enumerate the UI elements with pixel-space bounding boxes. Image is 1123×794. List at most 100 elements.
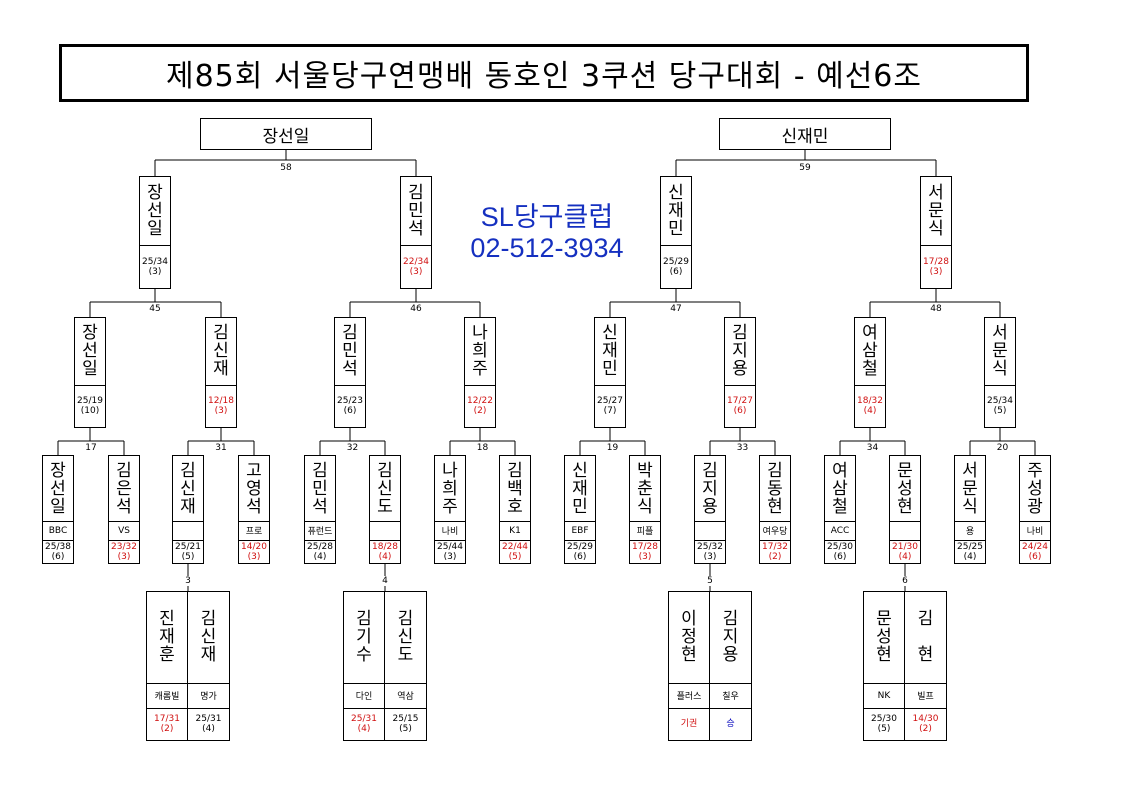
innings-value: (6) [343, 406, 357, 417]
player-card: 김 신 재 12/18(3) [205, 317, 237, 428]
player-score: 21/30(4) [890, 541, 920, 563]
player-club: 빌프 [905, 684, 946, 709]
innings-value: (5) [877, 724, 891, 735]
player-score: 25/30(5) [864, 709, 904, 740]
match-number: 48 [930, 304, 942, 314]
player-club [890, 522, 920, 541]
innings-value: (5) [508, 551, 522, 562]
player-card: 김 민 석 25/23(6) [334, 317, 366, 428]
player-club [695, 522, 725, 541]
innings-value: (7) [603, 406, 617, 417]
player-club: 프로 [239, 522, 269, 541]
score-value: 17/28 [923, 256, 949, 267]
club-phone: 02-512-3934 [470, 233, 624, 263]
score-value: 14/30 [912, 714, 939, 725]
score-value: 25/30 [827, 541, 853, 552]
player-score: 25/30(6) [825, 541, 855, 563]
score-value: 22/34 [403, 256, 429, 267]
score-value: 17/28 [632, 541, 658, 552]
match-number: 46 [410, 304, 422, 314]
score-value: 18/32 [857, 396, 883, 407]
player-score: 25/27(7) [595, 386, 625, 427]
player-club: 용 [955, 522, 985, 541]
match-number: 20 [996, 443, 1009, 453]
player-name: 나 희 주 [465, 318, 495, 386]
player-card: 문 성 현 21/30(4) [889, 455, 921, 564]
score-value: 14/20 [241, 541, 267, 552]
player-name: 김 신 재 [173, 456, 203, 523]
player-name: 박 춘 식 [630, 456, 660, 523]
innings-value: (10) [80, 406, 100, 417]
player-club: VS [109, 522, 139, 541]
score-value: 12/18 [208, 396, 234, 407]
player-club: 피플 [630, 522, 660, 541]
match-number: 47 [670, 304, 682, 314]
innings-value: (5) [181, 551, 195, 562]
score-value: 25/30 [871, 714, 897, 725]
innings-value: (3) [703, 551, 717, 562]
player-name: 문 성 현 [890, 456, 920, 523]
score-value: 25/32 [697, 541, 723, 552]
player-score: 17/31(2) [147, 709, 187, 740]
player-name: 김 민 석 [335, 318, 365, 386]
innings-value: (3) [148, 266, 162, 277]
innings-value: (5) [399, 724, 412, 735]
score-value: 25/25 [957, 541, 983, 552]
player-club: 역삼 [385, 684, 426, 709]
player-name: 김 신 재 [206, 318, 236, 386]
score-value: 17/31 [154, 714, 180, 725]
player-score: 25/31(4) [188, 709, 229, 740]
player-name: 김 기 수 [344, 592, 384, 684]
player-score: 17/28(3) [921, 246, 951, 288]
innings-value: (6) [1028, 551, 1042, 562]
match-number: 45 [149, 304, 161, 314]
player-score: 25/34(3) [140, 246, 170, 288]
player-name: 김 지 용 [725, 318, 755, 386]
player-score: 승 [710, 709, 751, 740]
match-number: 6 [902, 576, 908, 586]
player-score: 25/19(10) [75, 386, 105, 427]
innings-value: (6) [669, 266, 683, 277]
score-value: 23/32 [111, 541, 137, 552]
innings-value: (6) [51, 551, 65, 562]
innings-value: (4) [378, 551, 392, 562]
innings-value: (3) [214, 406, 228, 417]
score-value: 12/22 [467, 396, 493, 407]
player-name: 김 동 현 [760, 456, 790, 523]
player-score: 18/32(4) [855, 386, 885, 427]
player-name: 서 문 식 [985, 318, 1015, 386]
score-value: 25/44 [437, 541, 463, 552]
score-value: 25/27 [597, 396, 623, 407]
player-score: 17/27(6) [725, 386, 755, 427]
player-score: 24/24(6) [1020, 541, 1050, 563]
match-number: 31 [215, 443, 227, 453]
player-score: 25/29(6) [661, 246, 691, 288]
player-name: 문 성 현 [864, 592, 904, 684]
match-number: 3 [185, 576, 191, 586]
player-name: 서 문 식 [921, 177, 951, 246]
player-score: 기권 [669, 709, 709, 740]
player-name: 김 신 도 [370, 456, 400, 523]
player-club: K1 [500, 522, 530, 541]
player-score: 17/28(3) [630, 541, 660, 563]
score-value: 25/23 [337, 396, 363, 407]
player-club: 다인 [344, 684, 384, 709]
player-club [370, 522, 400, 541]
match-number: 4 [382, 576, 388, 586]
score-value: 24/24 [1022, 541, 1048, 552]
result-text: 승 [726, 719, 735, 730]
